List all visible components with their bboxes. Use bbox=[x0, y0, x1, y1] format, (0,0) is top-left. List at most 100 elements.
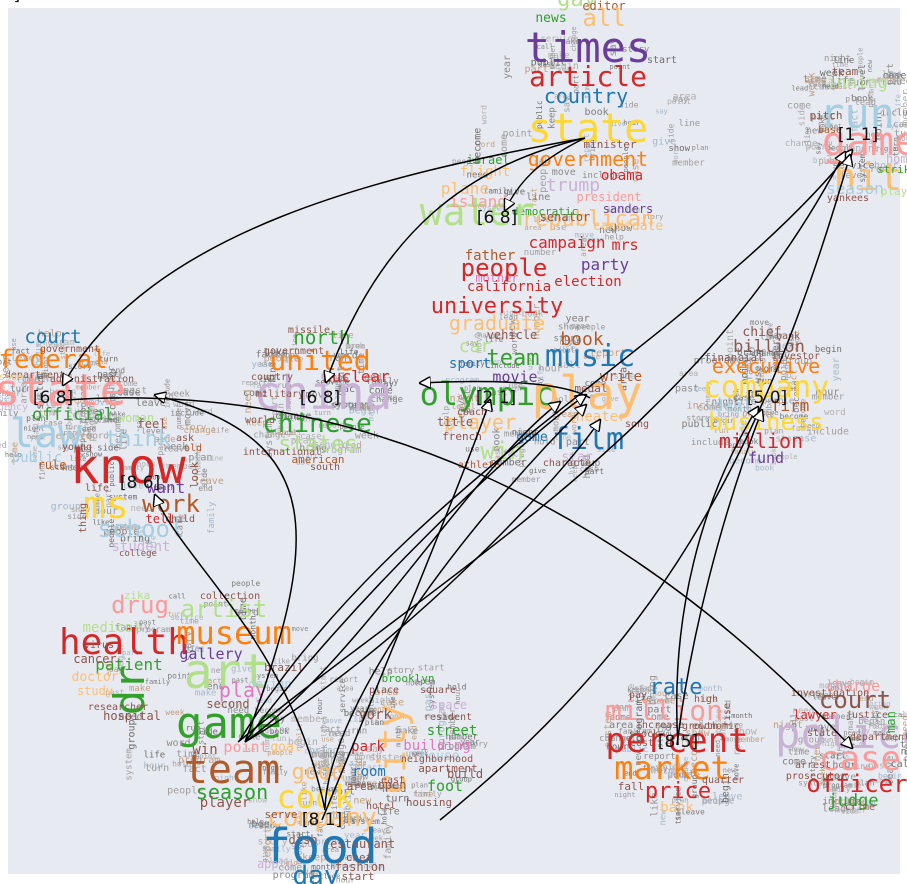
filler-word: say bbox=[562, 96, 572, 113]
filler-word: story bbox=[464, 739, 488, 748]
filler-word: story bbox=[179, 423, 207, 433]
filler-word: hour bbox=[33, 342, 44, 366]
filler-word: hold bbox=[380, 808, 388, 825]
filler-word: lead bbox=[882, 70, 901, 79]
filler-word: give bbox=[261, 846, 269, 863]
filler-word: service bbox=[673, 787, 682, 821]
filler-word: story bbox=[809, 756, 817, 777]
filler-word: like bbox=[273, 657, 290, 665]
word-sports-french: french bbox=[442, 430, 482, 443]
filler-word: system bbox=[603, 712, 614, 748]
word-law-issue: issue bbox=[0, 372, 23, 383]
filler-word: family bbox=[826, 684, 851, 692]
word-markets-rate: rate bbox=[650, 675, 703, 700]
filler-word: give bbox=[504, 187, 526, 197]
filler-word: plan bbox=[672, 797, 689, 805]
filler-word: say bbox=[269, 714, 286, 724]
filler-word: year bbox=[251, 360, 273, 370]
filler-word: new bbox=[353, 796, 372, 807]
word-sports-title: title bbox=[437, 415, 473, 429]
filler-word: give bbox=[609, 120, 626, 128]
filler-word: area bbox=[20, 382, 30, 404]
filler-word: group bbox=[782, 356, 812, 367]
filler-word: new bbox=[791, 746, 804, 754]
filler-word: plan bbox=[550, 213, 574, 224]
filler-word: move bbox=[725, 736, 742, 744]
filler-word: come bbox=[369, 386, 393, 397]
filler-word: number bbox=[532, 304, 543, 340]
word-everyday-child: child bbox=[165, 514, 195, 525]
edge-1 bbox=[326, 137, 586, 382]
filler-word: time bbox=[10, 442, 20, 464]
filler-word: become bbox=[113, 416, 123, 449]
filler-word: start bbox=[647, 55, 677, 66]
word-politics-country: country bbox=[544, 84, 628, 108]
filler-word: life bbox=[120, 429, 130, 451]
filler-word: part bbox=[886, 63, 896, 85]
filler-word: turn bbox=[99, 355, 118, 364]
filler-word: become bbox=[831, 786, 839, 811]
word-politics-news: news bbox=[535, 11, 566, 26]
filler-word: time bbox=[80, 358, 99, 367]
filler-word: leave bbox=[885, 756, 896, 786]
word-arts-point: point bbox=[223, 738, 268, 756]
word-politics-father: father bbox=[465, 248, 516, 264]
filler-word: year bbox=[566, 314, 590, 325]
filler-word: life bbox=[330, 795, 339, 814]
word-crime-arrest: arrest bbox=[795, 760, 831, 771]
filler-word: family bbox=[313, 763, 338, 771]
filler-word: come bbox=[243, 388, 267, 399]
word-china-south: south bbox=[310, 462, 340, 473]
filler-word: hold bbox=[324, 440, 348, 451]
filler-word: case bbox=[583, 353, 600, 361]
filler-word: member bbox=[271, 351, 300, 360]
word-everyday-want: want bbox=[147, 478, 186, 497]
filler-word: turn bbox=[39, 408, 58, 417]
filler-word: show bbox=[71, 505, 90, 514]
word-food-chef: chef bbox=[346, 851, 373, 864]
filler-word: year bbox=[340, 817, 359, 826]
filler-word: people bbox=[538, 157, 549, 193]
filler-word: use bbox=[753, 365, 764, 383]
filler-word: hour bbox=[454, 688, 462, 705]
filler-word: run bbox=[870, 164, 888, 175]
filler-word: time bbox=[31, 374, 48, 382]
filler-word: need bbox=[130, 504, 152, 514]
filler-word: make bbox=[129, 684, 151, 694]
word-arts-drug: drug bbox=[111, 591, 169, 619]
filler-word: case bbox=[570, 321, 589, 330]
word-sports-car: car bbox=[459, 336, 492, 357]
filler-word: begin bbox=[815, 345, 842, 355]
filler-word: case bbox=[493, 445, 502, 464]
filler-word: month bbox=[386, 713, 407, 721]
filler-word: month bbox=[877, 75, 901, 84]
filler-word: number bbox=[491, 458, 527, 469]
filler-word: end bbox=[728, 441, 741, 449]
filler-word: point bbox=[204, 599, 228, 608]
filler-word: new bbox=[659, 809, 669, 826]
word-politics-editor: editor bbox=[582, 0, 625, 13]
word-city-housing: housing bbox=[406, 796, 452, 809]
filler-word: member bbox=[772, 339, 782, 372]
filler-word: show bbox=[85, 450, 103, 458]
filler-word: part bbox=[647, 704, 671, 715]
filler-word: keep bbox=[693, 385, 710, 393]
filler-word: area bbox=[857, 725, 867, 747]
filler-word: level bbox=[652, 698, 673, 706]
filler-word: need bbox=[902, 737, 907, 761]
filler-word: line bbox=[554, 433, 571, 441]
filler-word: point bbox=[740, 354, 751, 384]
filler-word: come bbox=[610, 713, 632, 723]
filler-word: include bbox=[170, 408, 204, 417]
filler-word: area bbox=[804, 76, 826, 86]
filler-word: past bbox=[833, 82, 852, 91]
filler-word: fact bbox=[255, 349, 279, 360]
filler-word: family bbox=[825, 786, 850, 794]
word-politics-mrs: mrs bbox=[611, 236, 638, 254]
word-crime-justice: justice bbox=[846, 710, 888, 721]
filler-word: like bbox=[627, 683, 636, 702]
filler-word: group bbox=[451, 776, 472, 784]
filler-word: report bbox=[582, 133, 591, 162]
filler-word: family bbox=[642, 764, 667, 772]
edge-10 bbox=[321, 400, 490, 821]
